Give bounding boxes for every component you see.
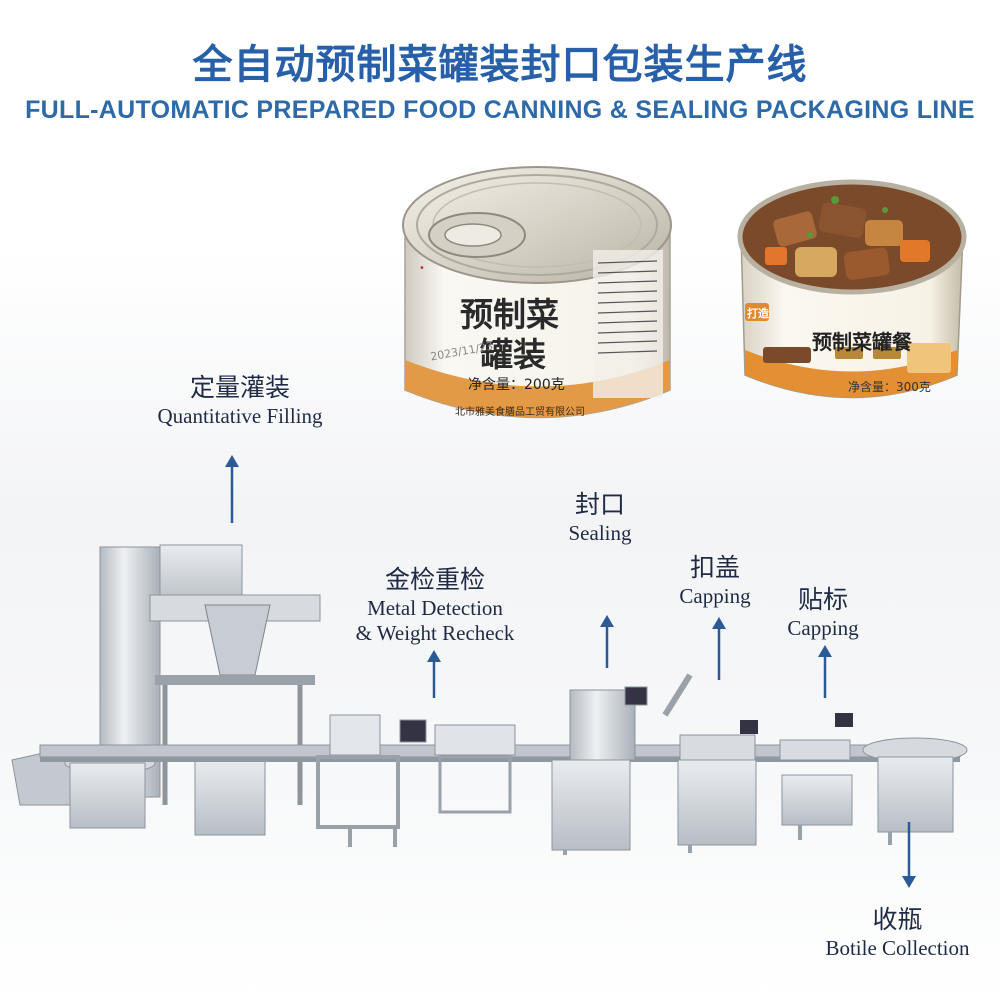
can-left-net-weight: 净含量：200克 bbox=[468, 377, 565, 393]
station-metal-label: 金检重检 Metal Detection & Weight Recheck bbox=[330, 560, 540, 646]
station-sealing-label: 封口 Sealing bbox=[545, 485, 655, 546]
can-right-brand: 打造 bbox=[747, 307, 769, 320]
page-title-cn: 全自动预制菜罐装封口包装生产线 bbox=[192, 42, 808, 88]
open-can-image bbox=[737, 179, 967, 399]
station-collection-en: Botile Collection bbox=[825, 936, 970, 960]
station-sealing-cn: 封口 bbox=[574, 490, 625, 519]
can-left-company: 北市雅美食膳品工贸有限公司 bbox=[455, 407, 585, 418]
station-capping-en: Capping bbox=[679, 584, 751, 608]
can-left-name-line2: 罐装 bbox=[480, 335, 546, 374]
arrow-up-icon bbox=[427, 650, 441, 698]
page-title-en: FULL-AUTOMATIC PREPARED FOOD CANNING & S… bbox=[25, 96, 975, 124]
station-metal-en-line2: & Weight Recheck bbox=[355, 621, 515, 646]
arrow-up-icon bbox=[818, 645, 832, 698]
station-collection-cn: 收瓶 bbox=[872, 905, 923, 934]
station-filling-cn: 定量灌装 bbox=[189, 373, 290, 402]
production-line-image bbox=[11, 544, 968, 855]
station-sealing-en: Sealing bbox=[568, 521, 632, 545]
can-right-name: 预制菜罐餐 bbox=[812, 330, 912, 354]
station-filling-label: 定量灌装 Quantitative Filling bbox=[130, 368, 350, 429]
station-filling-en: Quantitative Filling bbox=[157, 404, 323, 428]
station-labeling-cn: 贴标 bbox=[797, 585, 848, 614]
arrow-up-icon bbox=[225, 455, 239, 523]
closed-can-image: • bbox=[402, 166, 672, 419]
station-collection-label: 收瓶 Botile Collection bbox=[800, 900, 995, 961]
arrow-up-icon bbox=[712, 617, 726, 680]
svg-text:•: • bbox=[419, 263, 425, 274]
station-labeling-en: Capping bbox=[787, 616, 859, 640]
station-metal-cn: 金检重检 bbox=[384, 565, 485, 594]
station-capping-label: 扣盖 Capping bbox=[660, 548, 770, 609]
arrow-up-icon bbox=[600, 615, 614, 668]
can-right-net-weight: 净含量：300克 bbox=[848, 380, 931, 394]
station-metal-en-line1: Metal Detection bbox=[367, 596, 503, 620]
station-capping-cn: 扣盖 bbox=[689, 553, 740, 582]
arrow-down-icon bbox=[902, 822, 916, 888]
can-left-name-line1: 预制菜 bbox=[460, 295, 559, 334]
station-labeling-label: 贴标 Capping bbox=[768, 580, 878, 641]
